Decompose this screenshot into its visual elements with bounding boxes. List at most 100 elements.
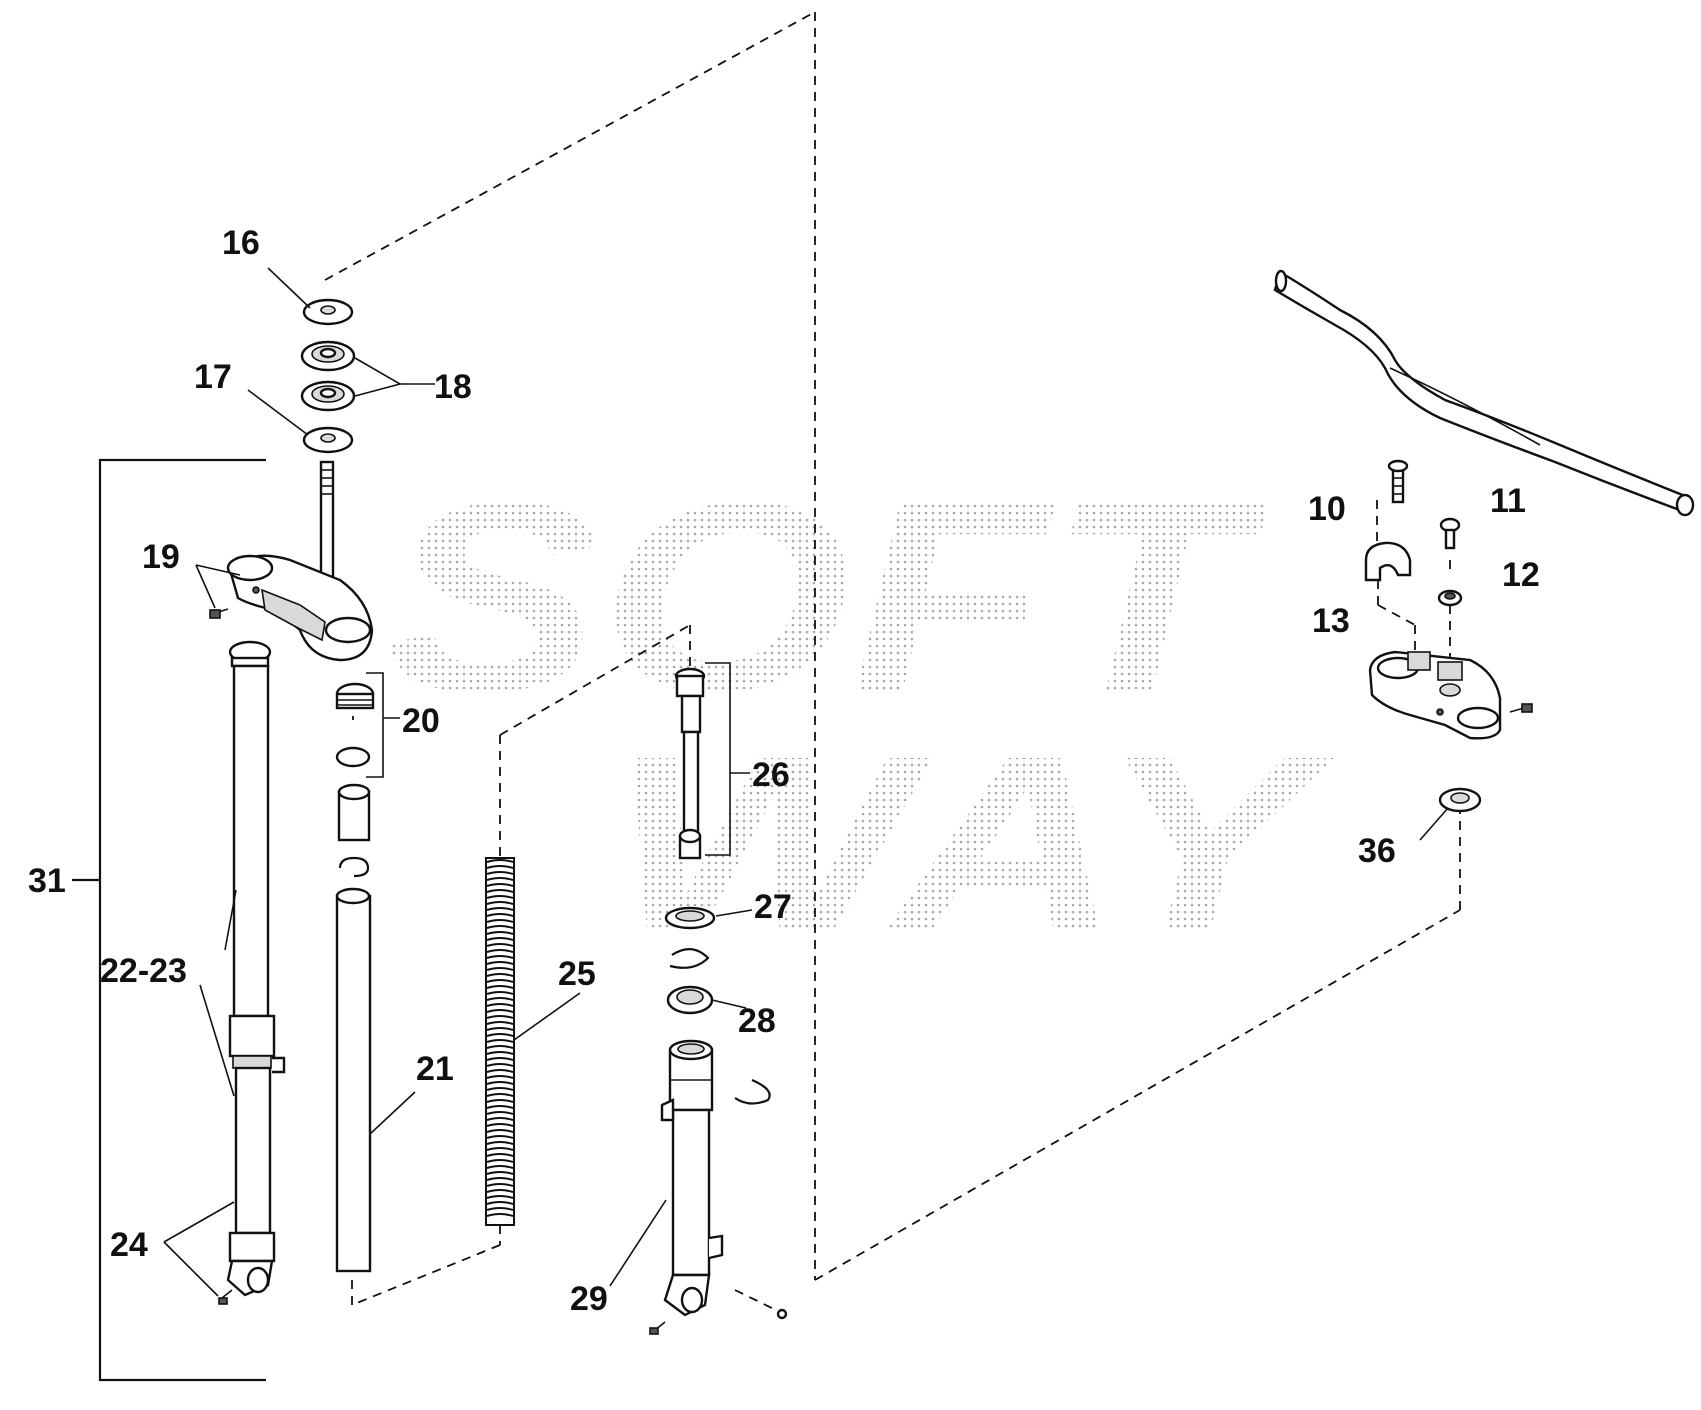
- bearing-stack: [300, 298, 356, 454]
- spring-coil: [486, 1213, 514, 1217]
- spring-coil: [486, 1153, 514, 1157]
- spring-coil: [486, 1117, 514, 1121]
- spring-coil: [486, 973, 514, 977]
- fork-cap: [335, 682, 375, 768]
- watermark-line2: WAY: [610, 704, 1334, 983]
- spring-coil: [486, 889, 514, 893]
- spring-coil: [486, 1183, 514, 1187]
- spring-coil: [486, 901, 514, 905]
- callout-25: 25: [558, 955, 596, 993]
- spring-coil: [486, 1105, 514, 1109]
- inner-tube: [335, 783, 372, 1273]
- spring-coil: [486, 955, 514, 959]
- callout-12: 12: [1502, 556, 1540, 594]
- spring-coil: [486, 949, 514, 953]
- spring-coil: [486, 1027, 514, 1031]
- spring-coil: [486, 1129, 514, 1133]
- spring-coil: [486, 1147, 514, 1151]
- spring-coil: [486, 1057, 514, 1061]
- assembly-lines: [324, 11, 1461, 1313]
- spring-coil: [486, 1189, 514, 1193]
- spring-coil: [486, 865, 514, 869]
- spring-coil: [486, 943, 514, 947]
- spring-coil: [486, 1033, 514, 1037]
- callout-19: 19: [142, 538, 180, 576]
- spring-coil: [486, 961, 514, 965]
- spring-coil: [486, 913, 514, 917]
- callout-28: 28: [738, 1002, 776, 1040]
- spring-coil: [486, 883, 514, 887]
- spring-coil: [486, 1141, 514, 1145]
- spring-coil: [486, 1171, 514, 1175]
- spring-coil: [486, 907, 514, 911]
- spring-coil: [486, 1123, 514, 1127]
- spring-coil: [486, 1207, 514, 1211]
- spring-coil: [486, 1195, 514, 1199]
- watermark: SOFT WAY: [385, 447, 1334, 983]
- spring-coil: [486, 877, 514, 881]
- callout-13: 13: [1312, 602, 1350, 640]
- spring-coil: [486, 1201, 514, 1205]
- lower-triple-clamp: [209, 460, 374, 662]
- spring-icon: [485, 857, 515, 1226]
- spring-coil: [486, 1039, 514, 1043]
- fork-tube-icon: [218, 640, 286, 1305]
- spring-coil: [486, 871, 514, 875]
- bearing-icon: [302, 298, 354, 326]
- bracket-31: [72, 458, 266, 1382]
- spring-coil: [486, 1003, 514, 1007]
- callout-29: 29: [570, 1280, 608, 1318]
- spring-coil: [486, 1015, 514, 1019]
- leader-lines: [163, 267, 1449, 1297]
- spring-coil: [486, 1075, 514, 1079]
- spring-coil: [486, 1009, 514, 1013]
- damper-rod: [674, 667, 706, 860]
- seals: [664, 906, 716, 1015]
- spring-coil: [486, 967, 514, 971]
- callout-31: 31: [28, 862, 66, 900]
- callout-17: 17: [194, 358, 232, 396]
- callout-labels: 16 17 18 19 20 21 22-23 24 25 26 27 28 2…: [28, 224, 1540, 1318]
- callout-27: 27: [754, 888, 792, 926]
- callout-16: 16: [222, 224, 260, 262]
- bearing-icon: [300, 380, 356, 412]
- spring-coil: [486, 1177, 514, 1181]
- callout-21: 21: [416, 1050, 454, 1088]
- callout-26: 26: [752, 756, 790, 794]
- spring-coil: [486, 1093, 514, 1097]
- callout-20: 20: [402, 702, 440, 740]
- callout-10: 10: [1308, 490, 1346, 528]
- watermark-line1: SOFT: [385, 447, 1270, 748]
- spring-coil: [486, 997, 514, 1001]
- spring-coil: [486, 931, 514, 935]
- spring-coil: [486, 1099, 514, 1103]
- callout-36: 36: [1358, 832, 1396, 870]
- callout-11: 11: [1490, 482, 1526, 520]
- spring-coil: [486, 1063, 514, 1067]
- fork-tube-icon: [649, 1039, 788, 1335]
- bearing-icon: [302, 426, 354, 454]
- callout-24: 24: [110, 1226, 148, 1264]
- spring-coil: [486, 1045, 514, 1049]
- spring-coil: [486, 985, 514, 989]
- spring-coil: [486, 1051, 514, 1055]
- spring-coil: [486, 1165, 514, 1169]
- spring-coil: [486, 919, 514, 923]
- spring-coil: [486, 1021, 514, 1025]
- spring-coil: [486, 1159, 514, 1163]
- bearing-icon: [300, 340, 356, 372]
- spring-coil: [486, 1087, 514, 1091]
- callout-22-23: 22-23: [100, 952, 187, 990]
- spring-coil: [486, 1069, 514, 1073]
- spring-coil: [486, 859, 514, 863]
- spring-coil: [486, 991, 514, 995]
- spring-coil: [486, 895, 514, 899]
- spring-coil: [486, 979, 514, 983]
- handlebar-icon: [1273, 269, 1695, 517]
- spring-coil: [486, 925, 514, 929]
- spring-coil: [486, 1135, 514, 1139]
- callout-18: 18: [434, 368, 472, 406]
- spring-coil: [486, 937, 514, 941]
- spring-coil: [486, 1111, 514, 1115]
